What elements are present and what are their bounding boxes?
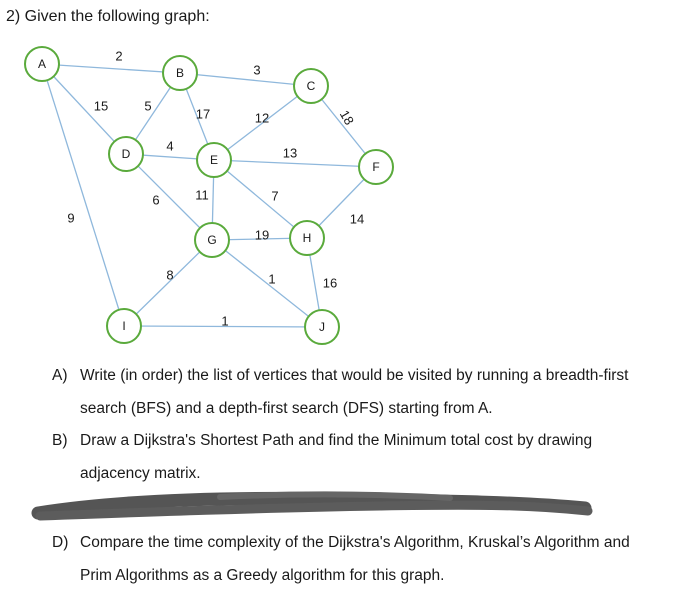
question-d-line-1: Compare the time complexity of the Dijks… bbox=[80, 534, 630, 551]
node-h: H bbox=[289, 220, 325, 256]
node-circle-f bbox=[358, 149, 394, 185]
node-circle-d bbox=[108, 136, 144, 172]
node-circle-h bbox=[289, 220, 325, 256]
edge-weight-e-h: 7 bbox=[271, 188, 278, 203]
node-b: B bbox=[162, 55, 198, 91]
edge-g-i bbox=[123, 239, 213, 327]
node-label-e: E bbox=[210, 153, 218, 167]
edge-weight-c-e: 12 bbox=[255, 110, 269, 125]
node-label-i: I bbox=[122, 319, 125, 333]
edge-weight-f-h: 14 bbox=[350, 211, 364, 226]
edge-a-b bbox=[41, 63, 181, 74]
edge-e-f bbox=[213, 159, 377, 168]
question-b-line-1: Draw a Dijkstra's Shortest Path and find… bbox=[80, 432, 593, 449]
edge-weight-i-j: 1 bbox=[221, 313, 228, 328]
edge-weight-e-g: 11 bbox=[195, 187, 209, 202]
question-a-line-1: Write (in order) the list of vertices th… bbox=[80, 367, 629, 384]
question-b-label: B) bbox=[52, 432, 68, 449]
node-label-d: D bbox=[122, 147, 131, 161]
node-g: G bbox=[194, 222, 230, 258]
edge-g-j bbox=[211, 239, 323, 328]
node-c: C bbox=[293, 68, 329, 104]
edge-weight-a-i: 9 bbox=[67, 210, 74, 225]
weighted-graph: 2 15 9 5 3 17 12 18 4 6 13 11 7 14 19 8 1 16 1 A B C D E F G H I J bbox=[24, 46, 394, 345]
node-e: E bbox=[196, 142, 232, 178]
question-title: 2) Given the following graph: bbox=[6, 8, 210, 25]
question-a-label: A) bbox=[52, 367, 68, 384]
edge-a-d bbox=[41, 63, 127, 155]
node-label-c: C bbox=[307, 79, 316, 93]
edge-i-j bbox=[123, 325, 323, 328]
node-f: F bbox=[358, 149, 394, 185]
edge-weight-d-e: 4 bbox=[166, 138, 173, 153]
node-label-a: A bbox=[38, 57, 46, 71]
edge-weight-b-d: 5 bbox=[144, 98, 151, 113]
question-b-line-2: adjacency matrix. bbox=[80, 465, 201, 482]
question-a-line-2: search (BFS) and a depth-first search (D… bbox=[80, 400, 493, 417]
node-a: A bbox=[24, 46, 60, 82]
edge-d-g bbox=[125, 153, 213, 241]
node-circle-b bbox=[162, 55, 198, 91]
question-a: A) Write (in order) the list of vertices… bbox=[52, 366, 692, 418]
node-d: D bbox=[108, 136, 144, 172]
edge-weights-layer: 2 15 9 5 3 17 12 18 4 6 13 11 7 14 19 8 1 16 1 bbox=[67, 48, 364, 328]
edge-e-h bbox=[213, 159, 308, 239]
edge-weight-b-c: 3 bbox=[253, 62, 260, 77]
node-circle-c bbox=[293, 68, 329, 104]
edge-weight-g-h: 19 bbox=[255, 227, 269, 242]
edge-weight-a-d: 15 bbox=[94, 98, 108, 113]
node-circle-j bbox=[304, 309, 340, 345]
edge-a-i bbox=[41, 63, 125, 327]
edge-weight-a-b: 2 bbox=[115, 48, 122, 63]
edge-weight-b-e: 17 bbox=[196, 106, 210, 121]
question-d-line-2: Prim Algorithms as a Greedy algorithm fo… bbox=[80, 567, 445, 584]
question-d-label: D) bbox=[52, 534, 69, 551]
node-label-h: H bbox=[303, 231, 312, 245]
edge-weight-c-f: 18 bbox=[337, 107, 357, 127]
edge-weight-h-j: 16 bbox=[323, 275, 337, 290]
node-label-g: G bbox=[207, 233, 216, 247]
node-label-f: F bbox=[372, 160, 379, 174]
node-circle-i bbox=[106, 308, 142, 344]
node-circle-a bbox=[24, 46, 60, 82]
edge-b-c bbox=[179, 72, 312, 87]
edge-weight-e-f: 13 bbox=[283, 145, 297, 160]
question-b: B) Draw a Dijkstra's Shortest Path and f… bbox=[52, 431, 692, 483]
node-j: J bbox=[304, 309, 340, 345]
question-d: D) Compare the time complexity of the Di… bbox=[52, 533, 692, 585]
edge-c-e bbox=[213, 85, 312, 161]
edge-weight-g-i: 8 bbox=[166, 267, 173, 282]
node-label-j: J bbox=[319, 320, 325, 334]
edge-weight-g-j: 1 bbox=[268, 271, 275, 286]
node-i: I bbox=[106, 308, 142, 344]
edge-weight-d-g: 6 bbox=[152, 192, 159, 207]
nodes-layer: A B C D E F G H I J bbox=[24, 46, 394, 345]
node-circle-g bbox=[194, 222, 230, 258]
node-label-b: B bbox=[176, 66, 184, 80]
node-circle-e bbox=[196, 142, 232, 178]
